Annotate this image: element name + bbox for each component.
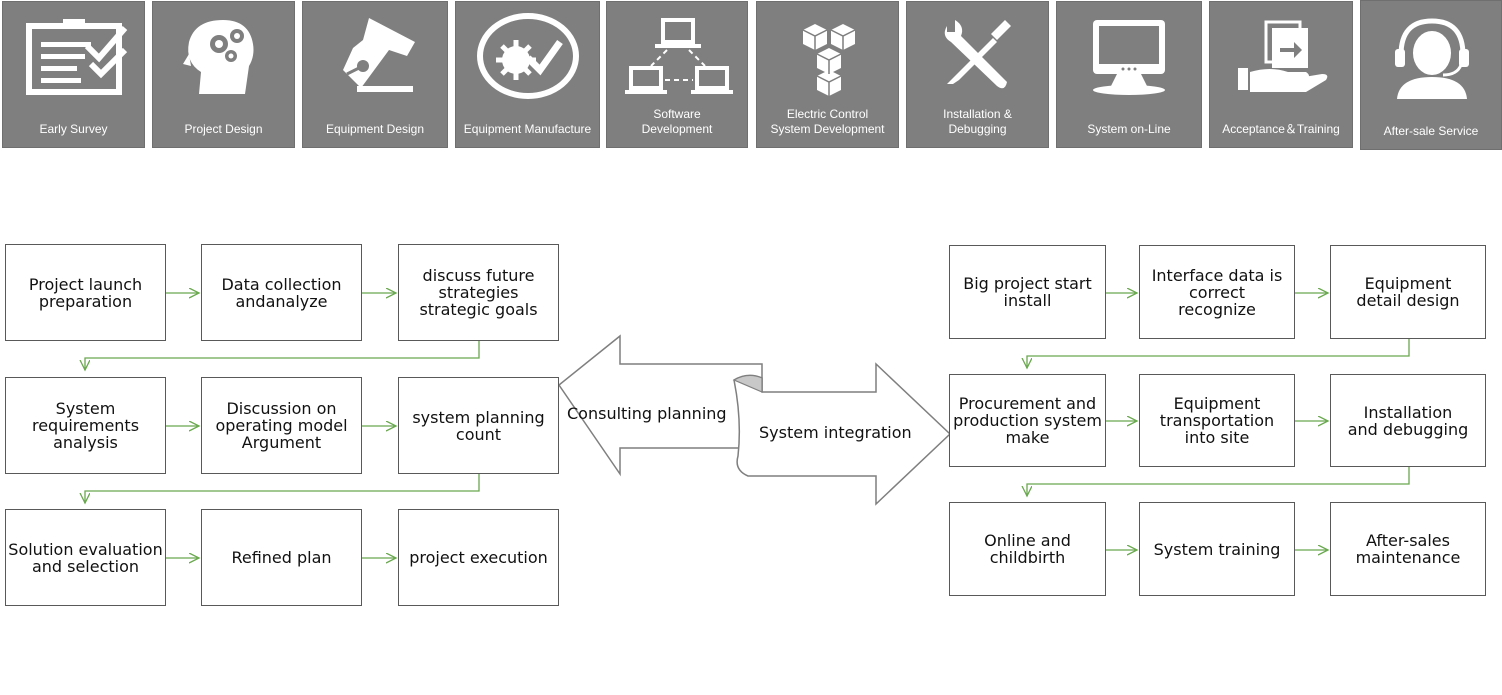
hand-document-icon bbox=[1210, 10, 1352, 100]
integration-step-box: Equipment detail design bbox=[1330, 245, 1486, 339]
step-label: Equipment Design bbox=[325, 122, 425, 136]
consulting-step-box: Refined plan bbox=[201, 509, 362, 606]
consulting-step-box: Data collection andanalyze bbox=[201, 244, 362, 341]
step-tile-electric-control: Electric Control System Development bbox=[756, 1, 899, 148]
integration-step-box: Big project start install bbox=[949, 245, 1106, 339]
clipboard-checklist-icon bbox=[3, 10, 144, 100]
integration-step-box: After-sales maintenance bbox=[1330, 502, 1486, 596]
integration-step-box: System training bbox=[1139, 502, 1295, 596]
step-tile-after-sale-service: After-sale Service bbox=[1360, 0, 1502, 150]
headset-person-icon bbox=[1361, 9, 1501, 99]
head-gears-icon bbox=[153, 10, 294, 100]
step-tile-early-survey: Early Survey bbox=[2, 1, 145, 148]
network-computers-icon bbox=[607, 10, 747, 100]
consulting-step-box: System requirements analysis bbox=[5, 377, 166, 474]
step-label: Electric Control System Development bbox=[770, 107, 885, 136]
step-label: Acceptance＆Training bbox=[1222, 122, 1340, 136]
wrench-screwdriver-icon bbox=[907, 10, 1048, 100]
step-label: Equipment Manufacture bbox=[463, 122, 592, 136]
pen-nib-icon bbox=[303, 10, 447, 100]
system-integration-arrow bbox=[732, 362, 952, 506]
step-label: Software Development bbox=[641, 107, 713, 136]
consulting-step-box: system planning count bbox=[398, 377, 559, 474]
cubes-icon bbox=[757, 10, 898, 100]
consulting-step-box: project execution bbox=[398, 509, 559, 606]
gear-check-icon bbox=[456, 10, 599, 100]
integration-step-box: Installation and debugging bbox=[1330, 374, 1486, 467]
integration-step-box: Equipment transportation into site bbox=[1139, 374, 1295, 467]
step-tile-system-online: System on-Line bbox=[1056, 1, 1202, 148]
step-label: Project Design bbox=[184, 122, 263, 136]
step-tile-equipment-design: Equipment Design bbox=[302, 1, 448, 148]
step-tile-software-development: Software Development bbox=[606, 1, 748, 148]
step-tile-installation-debugging: Installation & Debugging bbox=[906, 1, 1049, 148]
integration-arrows bbox=[1027, 293, 1410, 550]
integration-step-box: Interface data is correct recognize bbox=[1139, 245, 1295, 339]
step-label: Early Survey bbox=[39, 122, 108, 136]
step-label: System on-Line bbox=[1087, 122, 1171, 136]
monitor-icon bbox=[1057, 10, 1201, 100]
step-tile-acceptance-training: Acceptance＆Training bbox=[1209, 1, 1353, 148]
integration-step-box: Procurement and production system make bbox=[949, 374, 1106, 467]
consulting-step-box: Discussion on operating model Argument bbox=[201, 377, 362, 474]
consulting-step-box: Project launch preparation bbox=[5, 244, 166, 341]
consulting-step-box: discuss future strategies strategic goal… bbox=[398, 244, 559, 341]
step-tile-project-design: Project Design bbox=[152, 1, 295, 148]
step-label: Installation & Debugging bbox=[943, 107, 1012, 136]
step-tile-equipment-manufacture: Equipment Manufacture bbox=[455, 1, 600, 148]
integration-step-box: Online and childbirth bbox=[949, 502, 1106, 596]
consulting-planning-title: Consulting planning bbox=[567, 404, 727, 423]
system-integration-title: System integration bbox=[759, 423, 912, 442]
consulting-arrows bbox=[85, 293, 480, 558]
step-label: After-sale Service bbox=[1383, 124, 1479, 138]
consulting-step-box: Solution evaluation and selection bbox=[5, 509, 166, 606]
